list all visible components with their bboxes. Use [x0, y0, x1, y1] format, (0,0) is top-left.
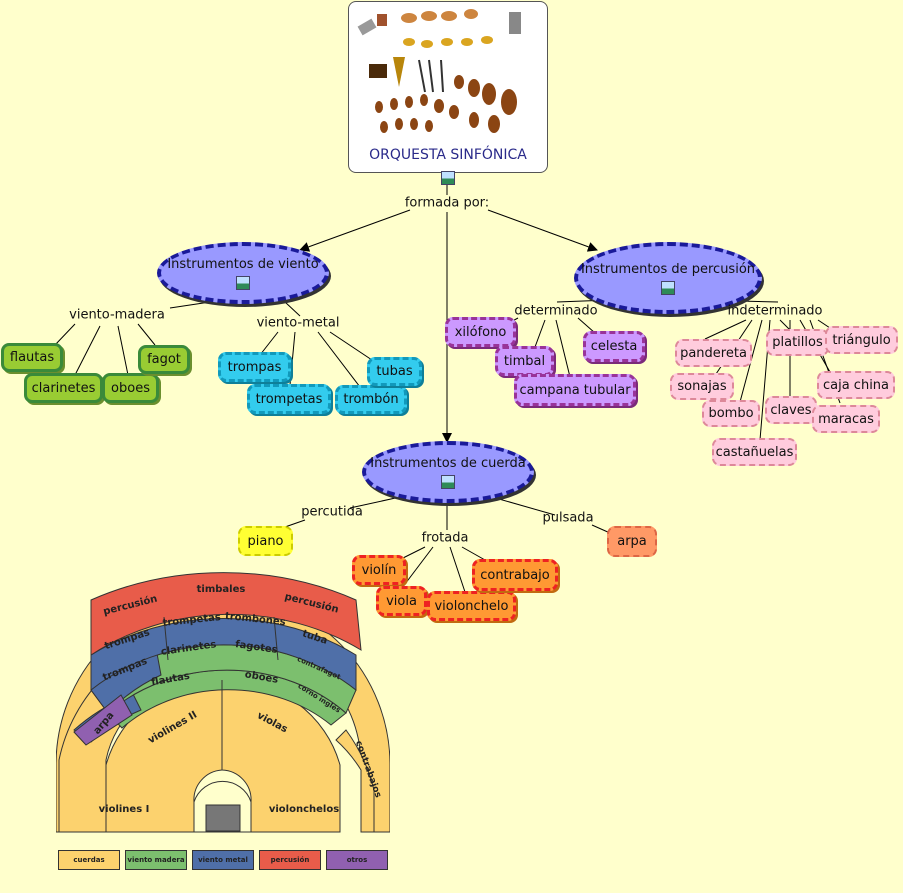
link-viento-metal: viento-metal [256, 315, 340, 331]
node-piano[interactable]: piano [238, 526, 293, 556]
node-viola[interactable]: viola [376, 586, 427, 616]
image-icon[interactable] [441, 474, 455, 489]
node-maracas[interactable]: maracas [812, 405, 880, 433]
link-frotada: frotada [421, 530, 469, 546]
node-flautas[interactable]: flautas [1, 343, 63, 372]
category-percusion[interactable]: Instrumentos de percusión [574, 242, 762, 314]
legend-viento-metal: viento metal [192, 850, 254, 870]
node-tubas[interactable]: tubas [367, 357, 422, 386]
node-caja-china[interactable]: caja china [817, 371, 895, 399]
node-trompetas[interactable]: trompetas [247, 384, 331, 414]
image-icon[interactable] [236, 275, 250, 290]
root-title: ORQUESTA SINFÓNICA [369, 147, 527, 163]
node-bombo[interactable]: bombo [702, 400, 760, 427]
orch-row1-center: timbales [197, 584, 246, 595]
orchestra-seating-diagram: percusión timbales percusión trompas tro… [56, 572, 390, 833]
node-campana-tubular[interactable]: campana tubular [514, 374, 636, 406]
orch-violonchelos: violonchelos [269, 804, 339, 815]
image-icon[interactable] [661, 280, 675, 295]
node-pandereta[interactable]: pandereta [675, 339, 752, 367]
link-formada-por: formada por: [404, 195, 490, 211]
image-icon[interactable] [441, 171, 455, 185]
legend-cuerdas: cuerdas [58, 850, 120, 870]
node-contrabajo[interactable]: contrabajo [472, 559, 558, 591]
node-violonchelo[interactable]: violonchelo [427, 591, 516, 621]
category-viento[interactable]: Instrumentos de viento [157, 242, 329, 304]
node-celesta[interactable]: celesta [583, 331, 645, 362]
link-indeterminado: indeterminado [727, 303, 823, 319]
node-castanuelas[interactable]: castañuelas [712, 438, 797, 466]
category-viento-label: Instrumentos de viento [167, 256, 319, 272]
link-determinado: determinado [514, 303, 598, 319]
node-fagot[interactable]: fagot [138, 345, 190, 374]
category-cuerda-label: Instrumentos de cuerda [370, 455, 526, 471]
node-trombon[interactable]: trombón [335, 385, 407, 414]
node-sonajas[interactable]: sonajas [670, 373, 734, 400]
orch-violines-i: violines I [99, 804, 150, 815]
node-clarinetes[interactable]: clarinetes [24, 373, 103, 403]
node-violin[interactable]: violín [352, 555, 406, 585]
orchestra-image-node[interactable]: ORQUESTA SINFÓNICA [348, 1, 548, 185]
instruments-illustration [357, 9, 521, 133]
node-claves[interactable]: claves [765, 396, 817, 424]
node-oboes[interactable]: oboes [102, 373, 159, 403]
link-viento-madera: viento-madera [69, 307, 165, 323]
node-platillos[interactable]: platillos [766, 329, 829, 356]
node-trompas[interactable]: trompas [218, 352, 291, 382]
legend-otros: otros [326, 850, 388, 870]
link-pulsada: pulsada [542, 510, 594, 526]
link-percutida: percutida [301, 504, 363, 520]
node-xilofono[interactable]: xilófono [445, 317, 516, 347]
node-triangulo[interactable]: triángulo [825, 326, 898, 354]
legend-percusion: percusión [259, 850, 321, 870]
legend-viento-madera: viento madera [125, 850, 187, 870]
node-timbal[interactable]: timbal [495, 346, 554, 376]
node-arpa[interactable]: arpa [607, 526, 657, 557]
category-percusion-label: Instrumentos de percusión [580, 261, 756, 277]
category-cuerda[interactable]: Instrumentos de cuerda [362, 441, 534, 503]
